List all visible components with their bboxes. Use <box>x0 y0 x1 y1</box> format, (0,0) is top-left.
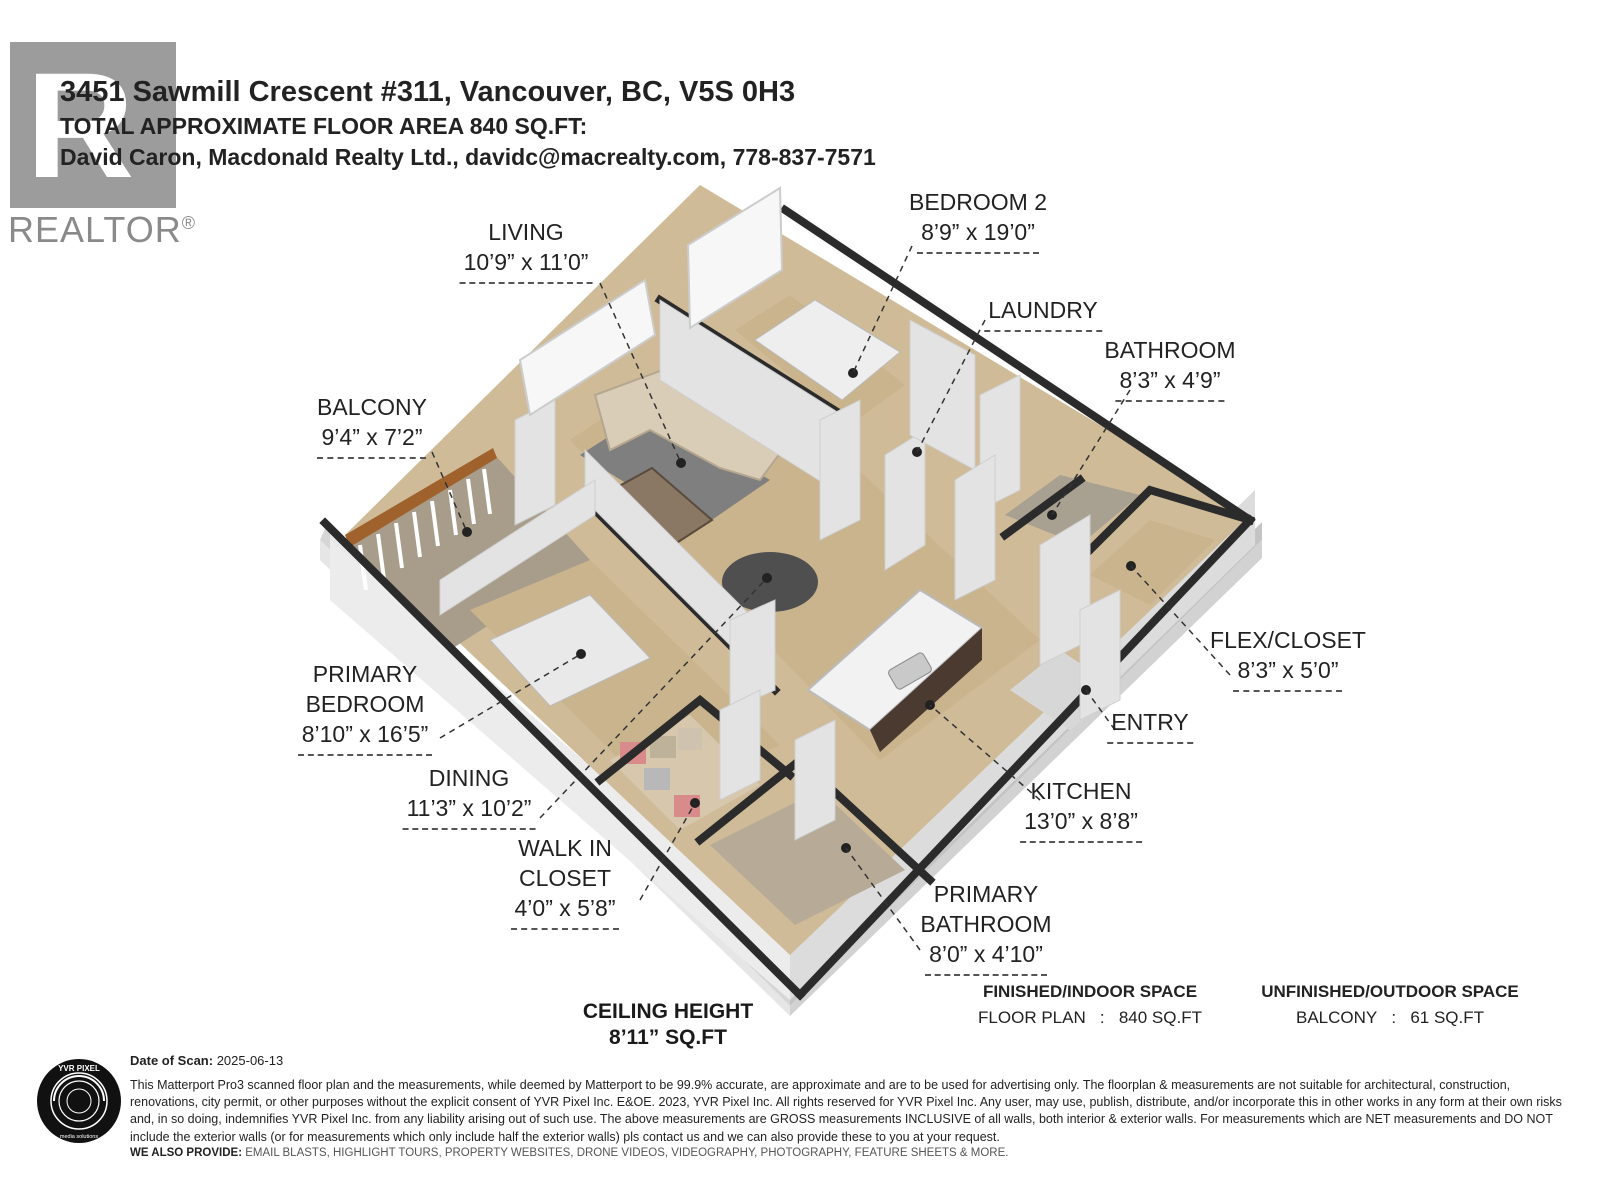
footer: Date of Scan: 2025-06-13 This Matterport… <box>130 1052 1580 1162</box>
realtor-logo-box <box>10 42 176 208</box>
yvr-logo-text: YVR PIXEL <box>58 1064 100 1073</box>
bedroom-2-bed <box>754 299 901 401</box>
total-floor-area: TOTAL APPROXIMATE FLOOR AREA 840 SQ.FT: <box>60 113 588 139</box>
primary-bathroom-floor <box>710 790 905 925</box>
flex-closet-floor <box>1090 520 1215 605</box>
bathroom-floor <box>1005 475 1140 545</box>
realtor-logo-letter: R <box>26 41 135 209</box>
ceiling-height-value: 8’11” SQ.FT <box>609 1026 727 1050</box>
scan-date: Date of Scan: 2025-06-13 <box>130 1053 284 1068</box>
ceiling-height-label: CEILING HEIGHT <box>582 1000 754 1023</box>
kitchen-island-side <box>870 628 982 752</box>
wall-slab-sw <box>330 540 790 1000</box>
leader-lines <box>431 245 1231 951</box>
kitchen-sink <box>888 652 932 690</box>
agent-contact: David Caron, Macdonald Realty Ltd., davi… <box>60 144 876 170</box>
balcony-railing-top <box>345 448 497 547</box>
windows <box>518 186 784 417</box>
balcony-railing-balusters <box>358 468 492 591</box>
finished-space-summary: FINISHED/INDOOR SPACE FLOOR PLAN : 840 S… <box>978 983 1202 1026</box>
disclaimer: This Matterport Pro3 scanned floor plan … <box>130 1077 1562 1144</box>
unfinished-space-row: BALCONY : 61 SQ.FT <box>1295 1008 1485 1027</box>
room-label-laundry: LAUNDRY <box>984 296 1102 332</box>
interior-wall-faces <box>439 299 1121 841</box>
unfinished-space-title: UNFINISHED/OUTDOOR SPACE <box>1261 982 1519 1001</box>
exterior-wall-right-face <box>790 540 1262 1016</box>
yvr-logo-sub: media solutions <box>60 1134 98 1140</box>
realtor-logo: R REALTOR® <box>8 40 195 250</box>
room-label-entry: ENTRY <box>1107 708 1193 744</box>
finished-space-title: FINISHED/INDOOR SPACE <box>982 982 1198 1001</box>
realtor-logo-word: REALTOR® <box>8 209 196 250</box>
also-provide: WE ALSO PROVIDE: EMAIL BLASTS, HIGHLIGHT… <box>130 1146 1009 1159</box>
unfinished-space-summary: UNFINISHED/OUTDOOR SPACE BALCONY : 61 SQ… <box>1261 983 1519 1026</box>
listing-header: 3451 Sawmill Crescent #311, Vancouver, B… <box>60 78 876 169</box>
listing-address: 3451 Sawmill Crescent #311, Vancouver, B… <box>60 76 796 108</box>
finished-space-row: FLOOR PLAN : 840 SQ.FT <box>978 1008 1202 1027</box>
ceiling-height: CEILING HEIGHT 8’11” SQ.FT <box>583 999 753 1052</box>
yvr-pixel-logo: YVR PIXEL media solutions <box>37 1059 121 1143</box>
